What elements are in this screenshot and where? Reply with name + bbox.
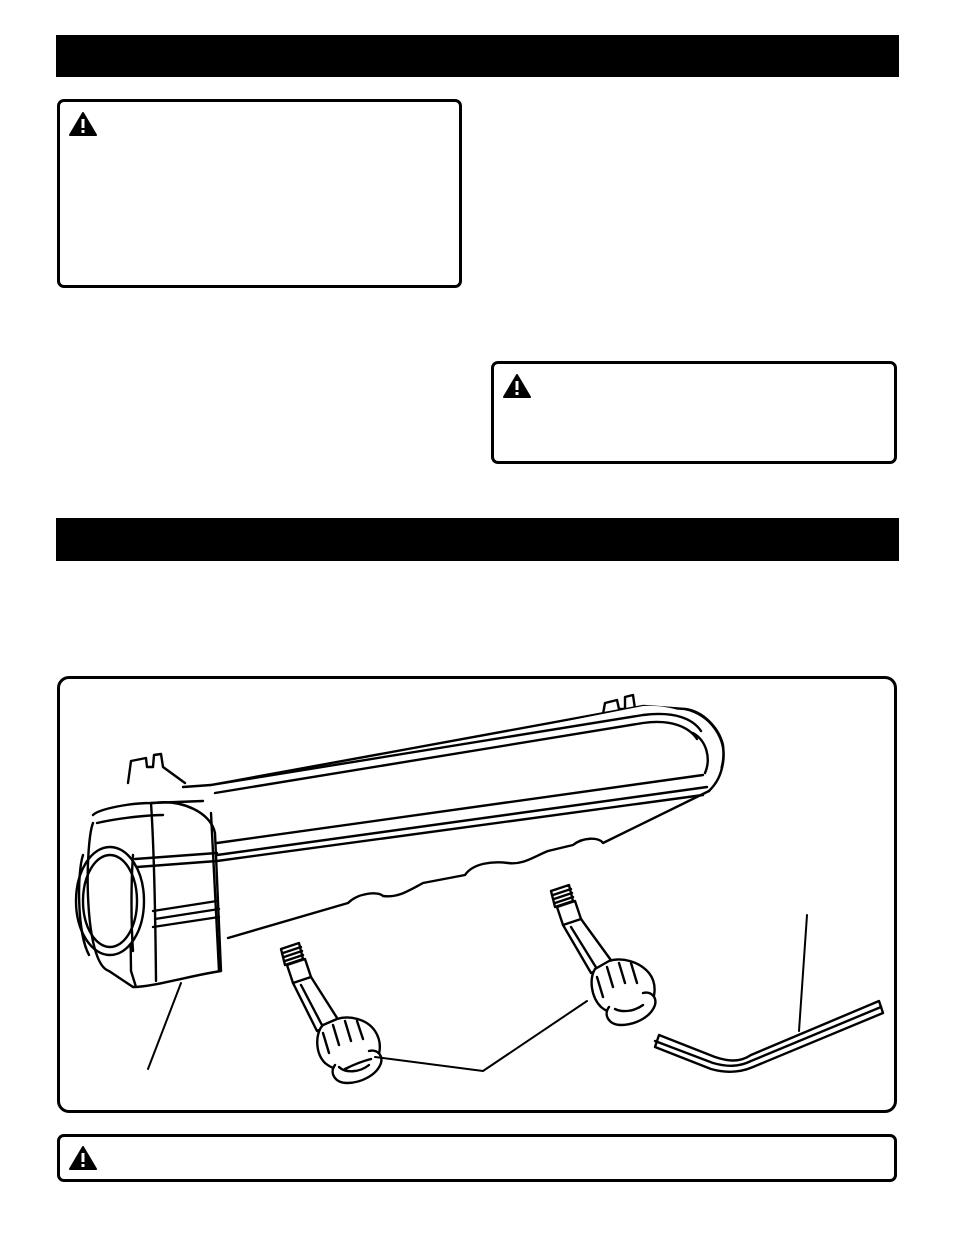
parts-illustration	[74, 693, 885, 1085]
warning-triangle-icon	[69, 112, 97, 136]
section-header-2-title	[56, 528, 70, 550]
leader-thumb-screws	[374, 1000, 588, 1072]
hex-key	[653, 999, 885, 1073]
leader-hex-key	[798, 914, 808, 1032]
section-header-1-title	[56, 45, 70, 67]
thumb-screw-2	[549, 883, 657, 1027]
thumb-screw-1	[279, 941, 383, 1085]
parts-figure-frame	[57, 676, 897, 1113]
warning-triangle-icon	[69, 1146, 97, 1170]
warning-box-1	[57, 99, 462, 288]
warning-triangle-icon	[503, 374, 531, 398]
section-header-bar-1	[56, 35, 899, 77]
leader-lines	[147, 914, 808, 1072]
warning-box-3	[57, 1134, 897, 1182]
warning-box-2	[491, 361, 897, 464]
section-header-bar-2	[56, 518, 899, 561]
dust-chute	[74, 693, 725, 989]
leader-dust-chute	[147, 982, 182, 1070]
